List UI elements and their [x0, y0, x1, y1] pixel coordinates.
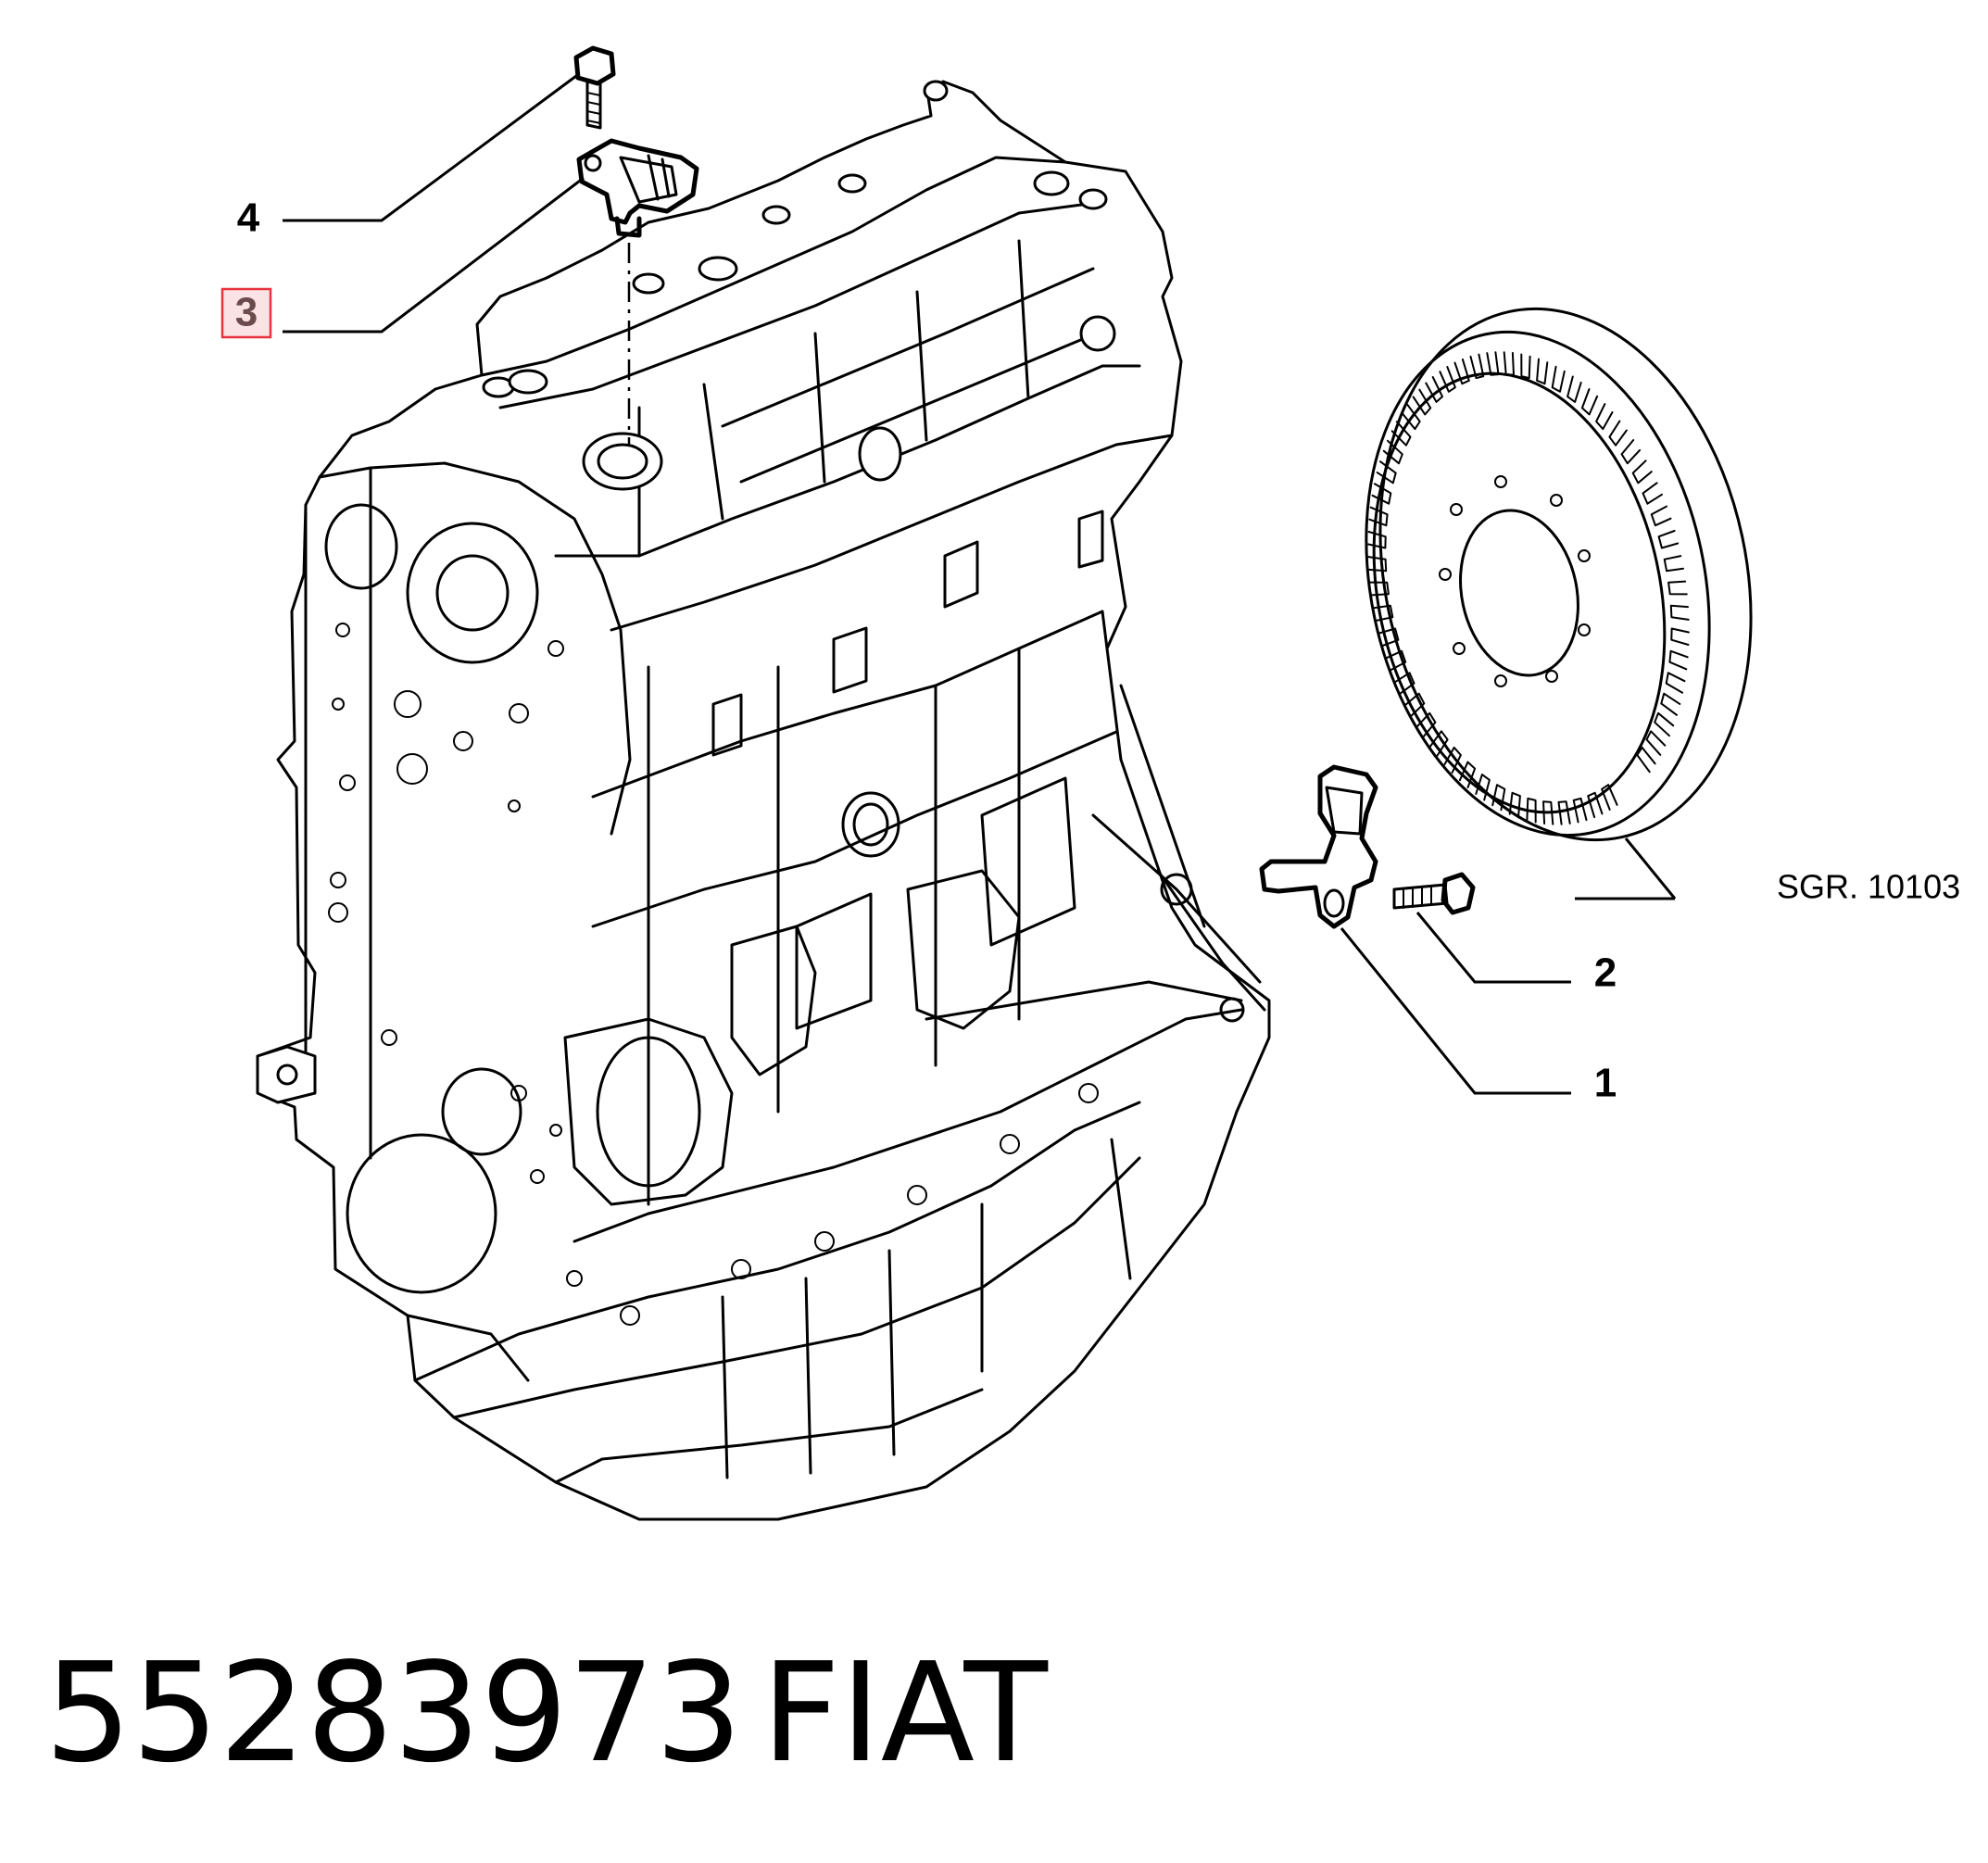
flywheel-tooth	[1595, 403, 1614, 431]
flywheel-tooth	[1367, 531, 1387, 549]
flywheel-tooth	[1458, 761, 1477, 788]
flywheel-tooth	[1520, 353, 1531, 380]
flywheel-tooth	[1443, 746, 1462, 774]
flywheel-tooth	[1404, 692, 1426, 717]
flywheel-tooth	[1654, 711, 1675, 737]
callout-4-label: 4	[237, 195, 260, 241]
flywheel-tooth	[1665, 672, 1686, 694]
callout-3-label: 3	[235, 290, 258, 335]
flywheel-tooth	[1371, 483, 1392, 505]
brand-title: FIAT	[761, 1633, 1049, 1793]
flywheel-tooth	[1608, 420, 1628, 447]
flywheel-tooth	[1657, 530, 1680, 549]
leader-lines	[283, 74, 1677, 1095]
flywheel-tooth	[1491, 784, 1506, 812]
flywheel-tooth	[1566, 375, 1582, 403]
flywheel-tooth	[1475, 774, 1491, 801]
flywheel-tooth	[1669, 604, 1690, 621]
part-number-title: 55283973	[44, 1633, 742, 1793]
flywheel-tooth	[1486, 351, 1500, 376]
flywheel-tooth	[1557, 800, 1571, 825]
flywheel-tooth	[1620, 439, 1642, 465]
flywheel-tooth	[1542, 800, 1554, 825]
flywheel-tooth	[1382, 439, 1403, 465]
callout-2: 2	[1594, 950, 1617, 996]
callout-4: 4	[237, 195, 260, 241]
flywheel-tooth	[1369, 581, 1390, 597]
flywheel-tooth	[1526, 797, 1537, 824]
flywheel-tooth	[1636, 746, 1656, 774]
flywheel-tooth	[1670, 627, 1690, 646]
flywheel-tooth	[1412, 388, 1432, 416]
flywheel-tooth	[1668, 649, 1689, 671]
flywheel-tooth	[1453, 358, 1470, 385]
flywheel-tooth	[1536, 358, 1549, 385]
callout-3: 3	[220, 287, 272, 339]
camshaft-sensor-drawing	[576, 138, 699, 238]
reference-group-label: SGR. 10103	[1777, 868, 1960, 906]
flywheel-tooth	[1368, 506, 1389, 527]
flywheel-tooth	[1580, 388, 1599, 416]
flywheel-tooth	[1469, 353, 1485, 380]
flywheel-tooth	[1401, 403, 1421, 431]
flywheel-tooth	[1667, 580, 1688, 596]
flywheel-tooth	[1650, 505, 1672, 527]
flywheel-tooth	[1416, 711, 1437, 737]
engine-block-drawing	[256, 80, 1271, 1521]
crankshaft-sensor-drawing	[1259, 764, 1378, 929]
flywheel-tooth	[1390, 421, 1412, 447]
flywheel-tooth	[1642, 482, 1663, 505]
flywheel-tooth	[1645, 730, 1667, 756]
bolt-part-4-drawing	[573, 45, 616, 130]
flywheel-tooth	[1631, 459, 1653, 485]
flywheel-tooth	[1551, 365, 1566, 393]
flywheel-tooth	[1429, 730, 1449, 757]
flywheel-tooth	[1508, 791, 1521, 819]
flywheel-tooth	[1601, 784, 1618, 811]
bolt-part-2-drawing	[1392, 872, 1476, 915]
callout-2-label: 2	[1594, 950, 1617, 996]
flywheel-tooth	[1587, 791, 1604, 819]
flywheel-tooth	[1503, 351, 1515, 376]
flywheel-tooth	[1376, 460, 1397, 485]
flywheel-drawing	[1365, 307, 1753, 842]
flywheel-tooth	[1663, 555, 1684, 573]
flywheel-tooth	[1385, 649, 1407, 672]
flywheel-tooth	[1373, 604, 1394, 622]
flywheel-tooth	[1572, 797, 1588, 824]
callout-1: 1	[1594, 1061, 1617, 1106]
flywheel-tooth	[1394, 672, 1416, 695]
flywheel-tooth	[1378, 627, 1400, 647]
flywheel-tooth	[1439, 366, 1456, 393]
flywheel-tooth	[1367, 556, 1388, 573]
flywheel-tooth	[1660, 692, 1681, 716]
flywheel-tooth	[1425, 376, 1443, 403]
callout-3-highlight-box	[220, 287, 272, 339]
callout-1-label: 1	[1594, 1061, 1617, 1106]
